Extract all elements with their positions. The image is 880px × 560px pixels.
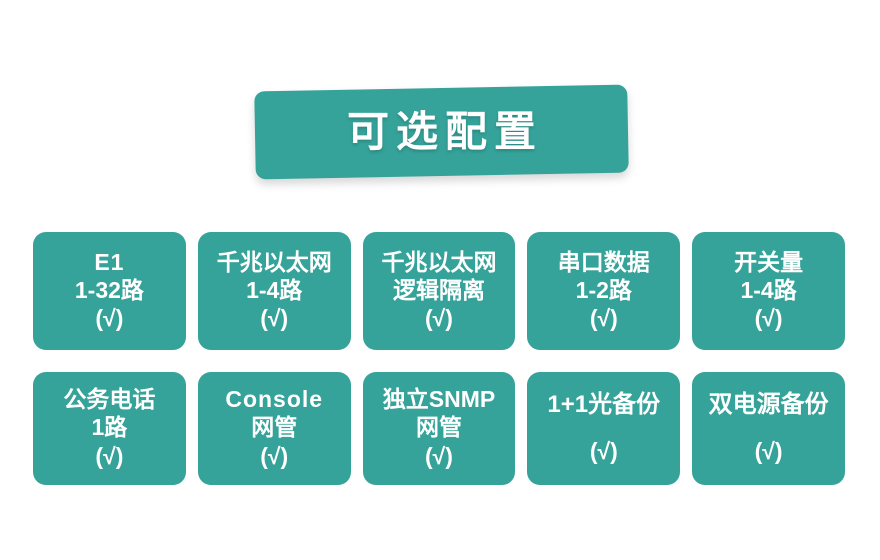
feature-card-label: 千兆以太网 [216, 248, 332, 275]
feature-card[interactable]: 1+1光备份 (√) [527, 372, 681, 485]
check-icon: (√) [754, 438, 783, 465]
feature-card[interactable]: 千兆以太网逻辑隔离(√) [362, 232, 516, 350]
page-title: 可选配置 [346, 108, 543, 156]
check-icon: (√) [95, 305, 124, 332]
feature-card-label: 开关量 [734, 248, 804, 275]
check-icon: (√) [95, 442, 124, 469]
feature-card-label: 1-4路 [740, 276, 797, 303]
check-icon: (√) [425, 442, 453, 469]
banner-container: 可选配置 [254, 84, 629, 180]
check-icon: (√) [589, 305, 618, 332]
feature-card-label: Console [225, 386, 324, 413]
feature-card-label: 逻辑隔离 [392, 276, 485, 303]
feature-card-label: 双电源备份 [708, 390, 829, 418]
feature-card-label: 1-2路 [575, 276, 632, 303]
feature-card-label: 网管 [251, 414, 298, 441]
feature-card-label: 1-32路 [74, 276, 144, 303]
feature-card-label: 千兆以太网 [381, 248, 497, 275]
feature-card-label: 独立SNMP [382, 386, 496, 413]
feature-card-label: E1 [94, 248, 125, 275]
check-icon: (√) [260, 442, 289, 469]
feature-card-lines: 双电源备份 [694, 390, 843, 419]
feature-card-label: 串口数据 [557, 248, 650, 275]
feature-card[interactable]: 双电源备份 (√) [692, 372, 845, 485]
check-icon: (√) [425, 305, 453, 332]
feature-card-label: 1-4路 [246, 276, 303, 303]
feature-card-lines: 千兆以太网逻辑隔离 [365, 248, 514, 304]
check-icon: (√) [589, 438, 618, 465]
check-icon: (√) [260, 305, 289, 332]
section-banner: 可选配置 [254, 84, 629, 180]
feature-card-lines: 1+1光备份 [529, 390, 678, 419]
feature-card-label: 公务电话 [63, 386, 156, 413]
check-icon: (√) [754, 305, 783, 332]
feature-card-label: 网管 [415, 414, 462, 441]
feature-card-label: 1路 [91, 414, 128, 441]
feature-card-label: 1+1光备份 [547, 390, 661, 418]
